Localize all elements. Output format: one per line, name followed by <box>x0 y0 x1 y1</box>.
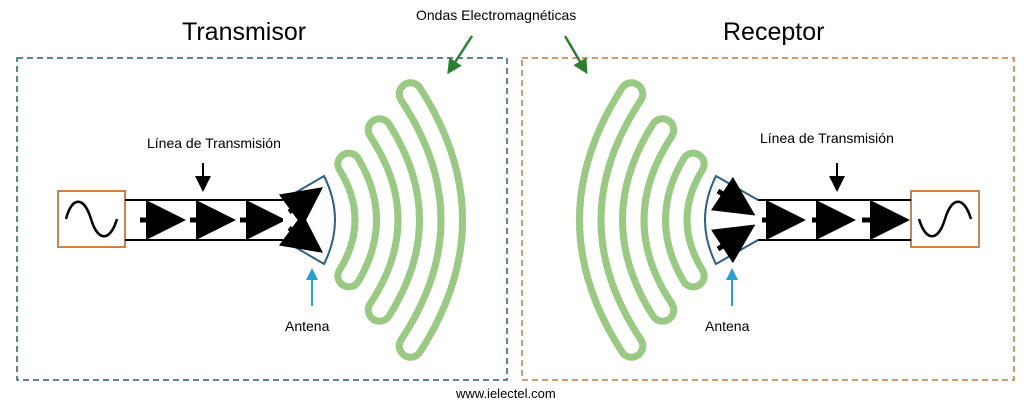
title-receiver: Receptor <box>723 18 825 46</box>
label-transmission-line-right: Línea de Transmisión <box>760 130 894 146</box>
label-antenna-left: Antena <box>285 318 330 334</box>
antenna-arrows-left <box>278 187 324 253</box>
antenna-left <box>282 174 336 266</box>
signal-load-box <box>910 190 980 248</box>
receiver-enclosure <box>521 57 1015 381</box>
credit-text: www.ielectel.com <box>456 386 556 401</box>
label-waves: Ondas Electromagnéticas <box>416 7 577 23</box>
transmitter-enclosure <box>16 57 508 381</box>
antenna-right <box>704 174 759 266</box>
title-transmitter: Transmisor <box>182 18 307 46</box>
signal-source-box <box>57 190 126 248</box>
electromagnetic-waves-left <box>334 79 466 361</box>
label-antenna-right: Antena <box>705 318 750 334</box>
waves-pointer-arrow-right <box>563 35 588 75</box>
antenna-arrows-right <box>710 176 756 264</box>
sine-wave-icon <box>64 200 119 238</box>
electromagnetic-waves-right <box>576 79 708 361</box>
sine-wave-icon <box>917 200 973 238</box>
label-transmission-line-left: Línea de Transmisión <box>147 135 281 151</box>
waves-pointer-arrow-left <box>447 35 474 75</box>
